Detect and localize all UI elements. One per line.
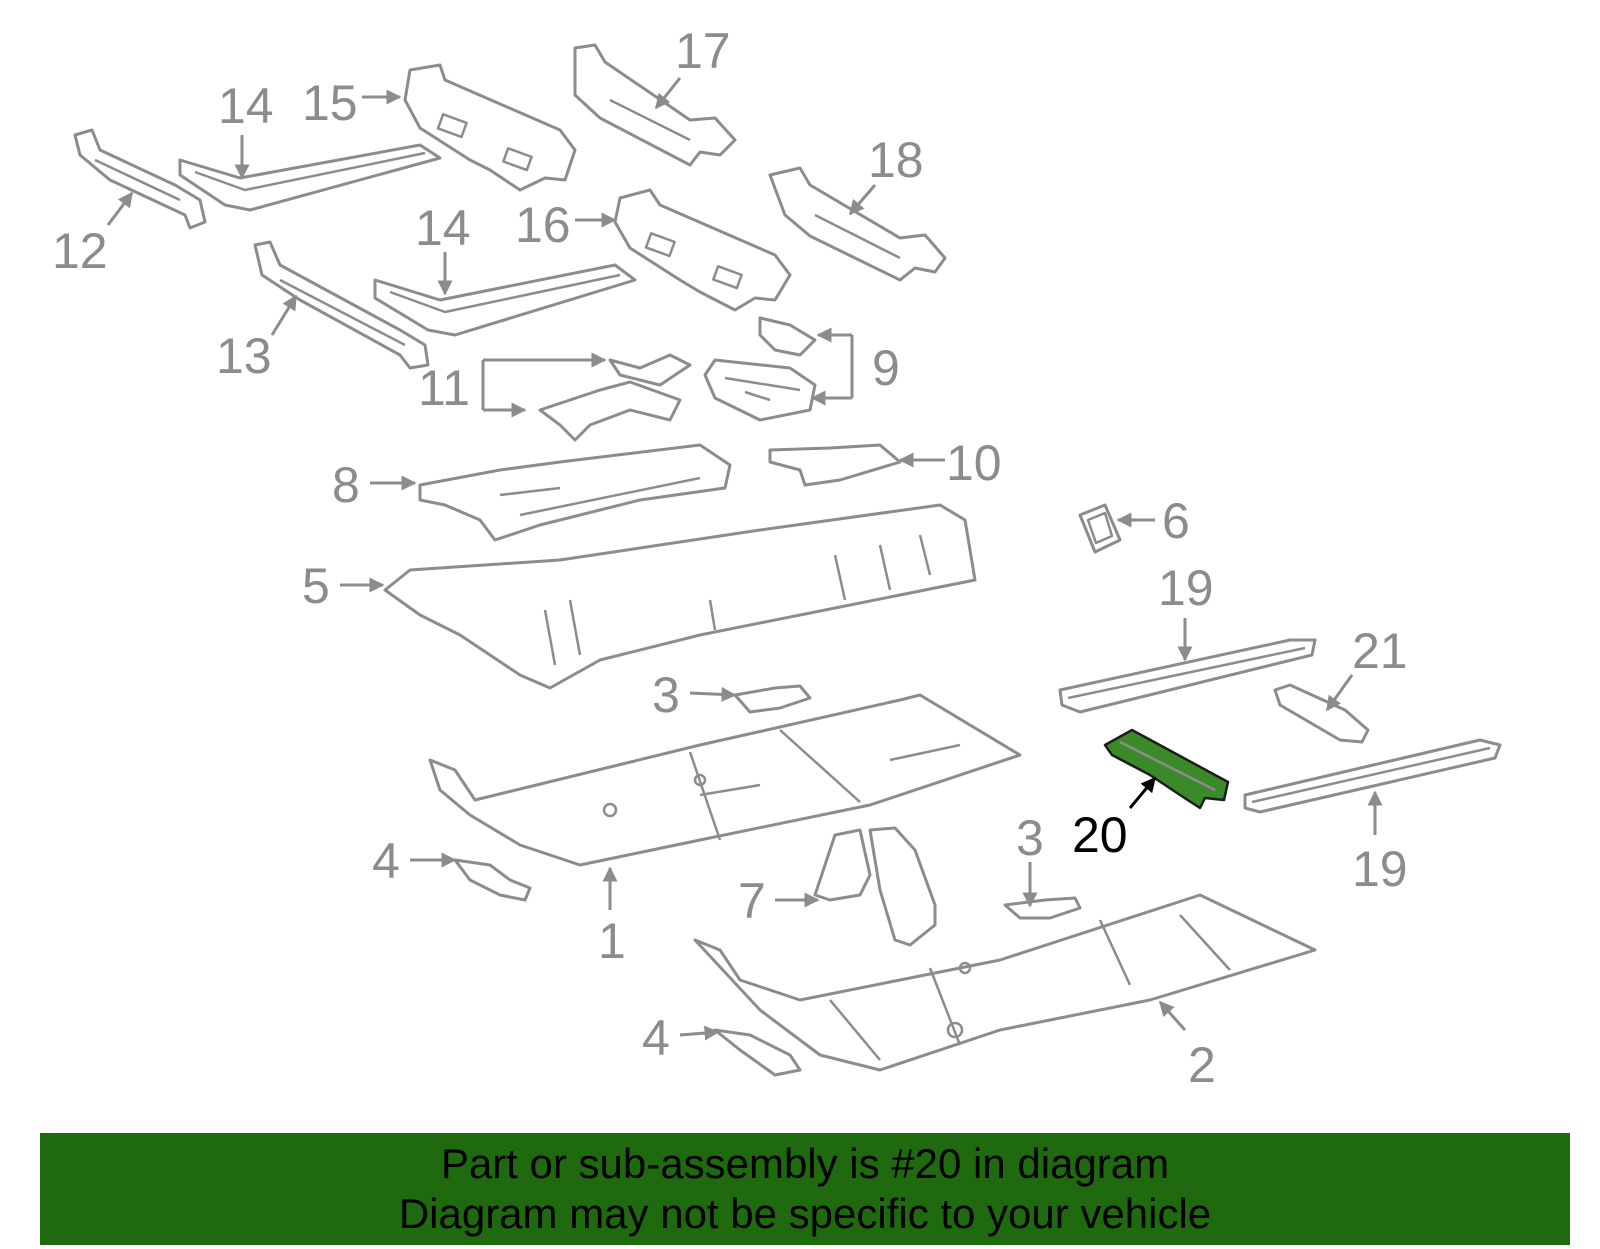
callout-10: 10: [946, 435, 1002, 491]
part-1-shape: [428, 693, 1022, 867]
parts-diagram: 1 2 3 3 4 4 5 6 7 8 9 10 11 12 13 14 14 …: [52, 23, 1502, 1093]
callout-9: 9: [872, 340, 900, 396]
part-10-shape: [768, 443, 902, 487]
part-20-shape: [1103, 728, 1230, 810]
callout-16: 16: [515, 197, 571, 253]
part-17-shape: [573, 43, 737, 167]
banner-line-part: Part or sub-assembly is #20 in diagram: [440, 1140, 1170, 1187]
callout-14-lower: 14: [415, 200, 471, 256]
callout-4-upper: 4: [372, 833, 400, 889]
callout-13: 13: [216, 328, 272, 384]
part-7-shape: [813, 826, 937, 947]
part-14-lower-shape: [373, 263, 637, 337]
part-16-shape: [613, 188, 792, 312]
callout-15: 15: [302, 75, 358, 131]
callout-3-upper: 3: [652, 667, 680, 723]
part-12-shape: [73, 128, 207, 230]
callout-1: 1: [598, 913, 626, 969]
part-14-upper-shape: [178, 143, 442, 212]
callout-5: 5: [302, 558, 330, 614]
part-15-shape: [403, 63, 577, 192]
part-4-upper-shape: [453, 858, 532, 902]
banner-line-disclaimer: Diagram may not be specific to your vehi…: [398, 1190, 1212, 1237]
callout-19-lower: 19: [1352, 841, 1408, 897]
part-3-upper-shape: [733, 684, 812, 714]
callout-21: 21: [1352, 623, 1408, 679]
callout-2: 2: [1188, 1037, 1216, 1093]
callout-18: 18: [868, 132, 924, 188]
callout-11: 11: [418, 360, 470, 416]
part-19-upper-shape: [1058, 638, 1317, 714]
callout-6: 6: [1162, 493, 1190, 549]
info-banner: Part or sub-assembly is #20 in diagram D…: [40, 1133, 1570, 1245]
part-21-shape: [1273, 683, 1370, 744]
callout-8: 8: [332, 457, 360, 513]
part-3-lower-shape: [1003, 896, 1082, 920]
part-18-shape: [768, 166, 947, 282]
part-8-shape: [418, 443, 732, 542]
part-19-lower-shape: [1243, 738, 1502, 814]
part-5-shape: [383, 503, 977, 690]
callout-12: 12: [52, 223, 108, 279]
callout-20: 20: [1072, 807, 1128, 863]
callout-arrows: [106, 77, 1383, 1041]
callout-4-lower: 4: [642, 1010, 670, 1066]
callout-7: 7: [738, 873, 766, 929]
callout-14-upper: 14: [218, 78, 274, 134]
part-2-shape: [693, 893, 1317, 1072]
part-13-shape: [253, 240, 430, 370]
callout-19-upper: 19: [1158, 560, 1214, 616]
callout-3-lower: 3: [1016, 810, 1044, 866]
part-11-shape: [538, 353, 692, 442]
part-6-shape: [1078, 503, 1122, 554]
callout-labels: 1 2 3 3 4 4 5 6 7 8 9 10 11 12 13 14 14 …: [52, 23, 1408, 1093]
part-4-lower-shape: [713, 1028, 802, 1077]
part-9-shape: [703, 316, 817, 422]
callout-17: 17: [675, 23, 731, 79]
